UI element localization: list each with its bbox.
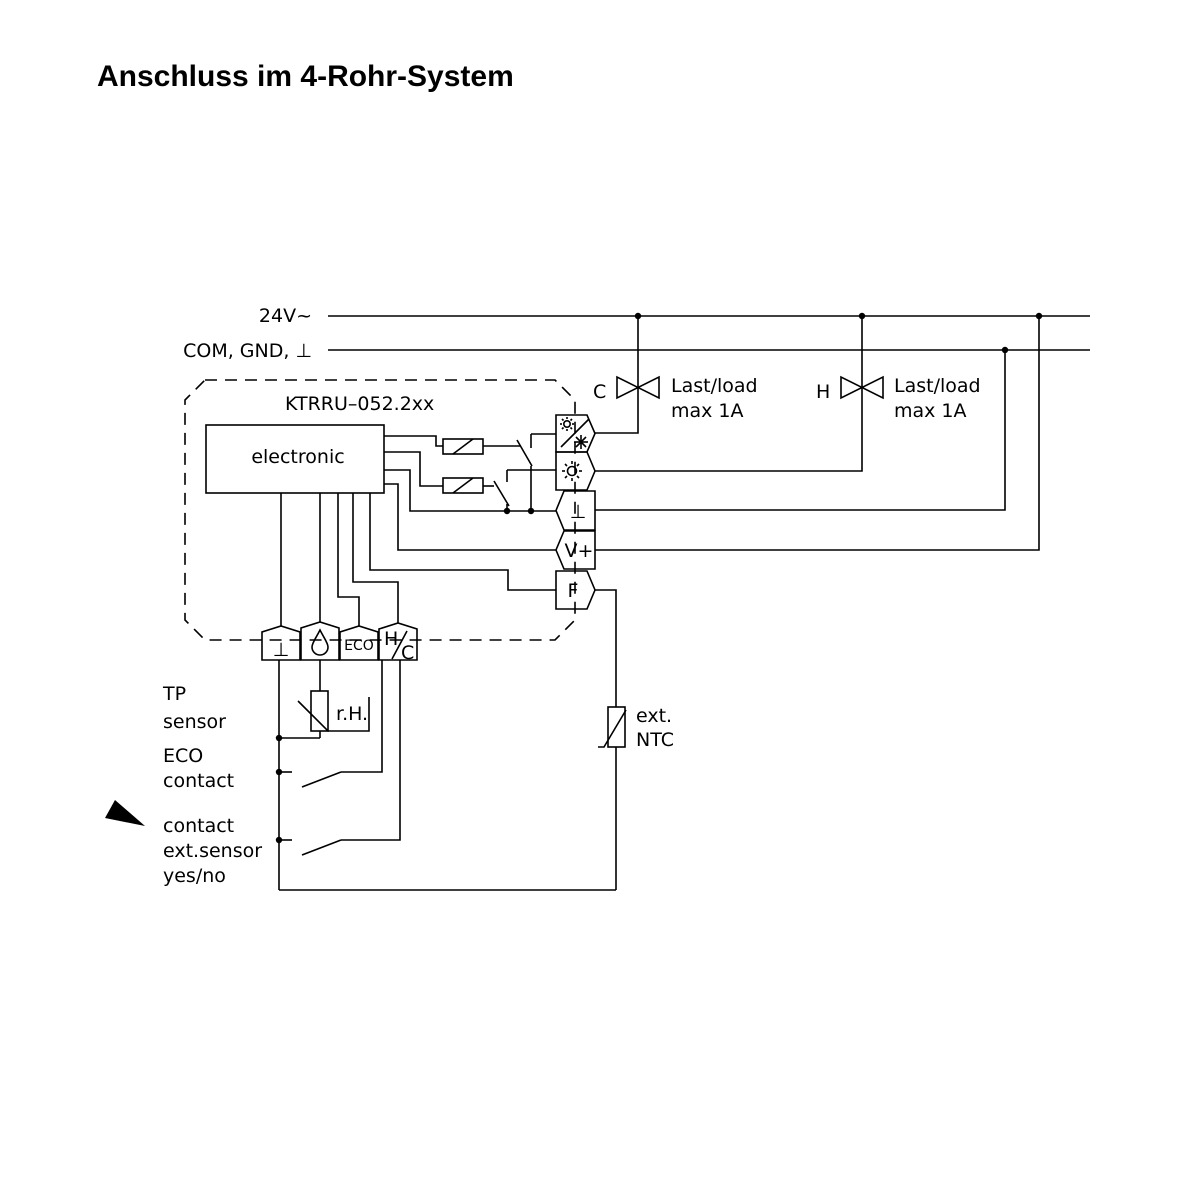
relay-heat [384, 451, 494, 494]
relay-cool-contact [516, 439, 533, 467]
eco-contact-label-line1: ECO [163, 745, 203, 767]
valve-c-load-line2: max 1A [671, 400, 744, 422]
svg-text:V+: V+ [565, 540, 594, 562]
tp-sensor-label-line1: TP [162, 683, 186, 705]
ntc-wire [595, 589, 617, 707]
valve-c-wire [595, 316, 639, 434]
valve-c-label: C [593, 381, 606, 403]
device-enclosure [184, 379, 576, 641]
electronic-label: electronic [251, 446, 344, 468]
terminal-supply: V+ [555, 530, 596, 570]
tp-sensor-label-line2: sensor [163, 711, 226, 733]
terminal-eco: ECO [339, 625, 379, 661]
junction-dot [634, 312, 642, 320]
terminal-heat [555, 451, 596, 491]
svg-text:H: H [384, 628, 398, 650]
valve-c-symbol [616, 375, 660, 400]
ntc-label-line2: NTC [636, 729, 674, 751]
svg-text:⊥: ⊥ [273, 639, 290, 661]
droplet-icon [311, 628, 329, 656]
sun-snowflake-icon [560, 417, 590, 449]
junction-dot [858, 312, 866, 320]
electronic-box [205, 424, 385, 494]
relay-cool [384, 435, 521, 455]
eco-contact-label-line2: contact [163, 770, 234, 792]
supply-wire [595, 316, 1040, 551]
svg-text:⊥: ⊥ [570, 501, 587, 523]
svg-text:F: F [568, 580, 579, 602]
humidity-label: r.H. [336, 703, 368, 725]
page-title: Anschluss im 4-Rohr-System [97, 60, 514, 93]
svg-text:ECO: ECO [344, 638, 374, 654]
ext-sensor-switch [301, 839, 342, 856]
terminal-ground-bottom: ⊥ [261, 625, 301, 661]
ext-sensor-label-line2: ext.sensor [163, 840, 262, 862]
svg-text:C: C [401, 642, 414, 664]
terminal-ground-right: ⊥ [555, 490, 596, 531]
bus-com-label: COM, GND, ⊥ [183, 340, 312, 362]
valve-c-load-line1: Last/load [671, 375, 758, 397]
junction-dot [1035, 312, 1043, 320]
terminal-hc: H C [378, 622, 418, 664]
relay-heat-contact [493, 480, 510, 507]
junction-dot [1001, 346, 1009, 354]
ntc-sensor [598, 706, 627, 748]
terminal-cool-heat [555, 414, 596, 453]
device-model-label: KTRRU–052.2xx [285, 393, 434, 415]
arrowhead-icon [105, 800, 145, 826]
eco-switch [301, 771, 342, 788]
valve-h-load-line2: max 1A [894, 400, 967, 422]
sun-icon [562, 461, 582, 481]
terminal-sensor: F [555, 570, 596, 610]
ground-wire [595, 350, 1006, 511]
ntc-label-line1: ext. [636, 705, 672, 727]
bus-24v-label: 24V~ [259, 305, 312, 327]
valve-h-wire [595, 316, 863, 472]
ext-sensor-label-line1: contact [163, 815, 234, 837]
junction-dot [275, 734, 283, 742]
valve-h-load-line1: Last/load [894, 375, 981, 397]
valve-h-symbol [840, 375, 884, 400]
terminal-humidity [300, 621, 340, 661]
ext-sensor-label-line3: yes/no [163, 865, 226, 887]
valve-h-label: H [816, 381, 830, 403]
